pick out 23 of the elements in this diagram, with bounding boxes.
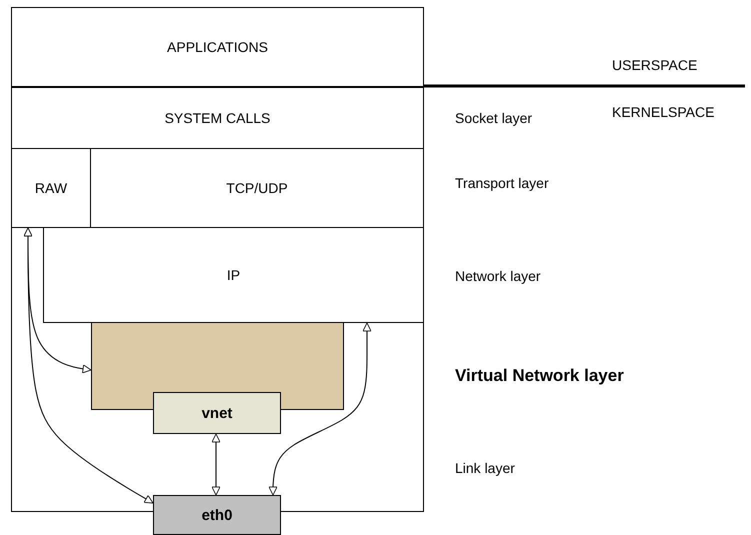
device-box [153,495,281,535]
layer-label: SYSTEM CALLS [164,110,270,126]
layer-name: Transport layer [455,175,549,191]
layer-label: IP [226,267,240,283]
space-label: USERSPACE [612,57,698,73]
layer-name: Virtual Network layer [455,366,624,386]
arrow [24,228,154,504]
layer-label: TCP/UDP [226,180,288,196]
arrow [212,434,220,496]
layer-name: Socket layer [455,110,532,126]
space-label: KERNELSPACE [612,104,714,120]
layer-label: APPLICATIONS [167,39,268,55]
layer-box [11,87,424,149]
layer-label: eth0 [202,506,232,524]
layer-box [43,227,424,323]
virtual-layer-box [91,322,344,392]
layer-box [11,7,424,87]
layer-label: vnet [202,404,232,422]
arrow [268,322,372,496]
layer-label: RAW [34,180,68,196]
layer-name: Network layer [455,268,541,284]
device-box [153,392,281,434]
layer-name: Link layer [455,460,515,476]
